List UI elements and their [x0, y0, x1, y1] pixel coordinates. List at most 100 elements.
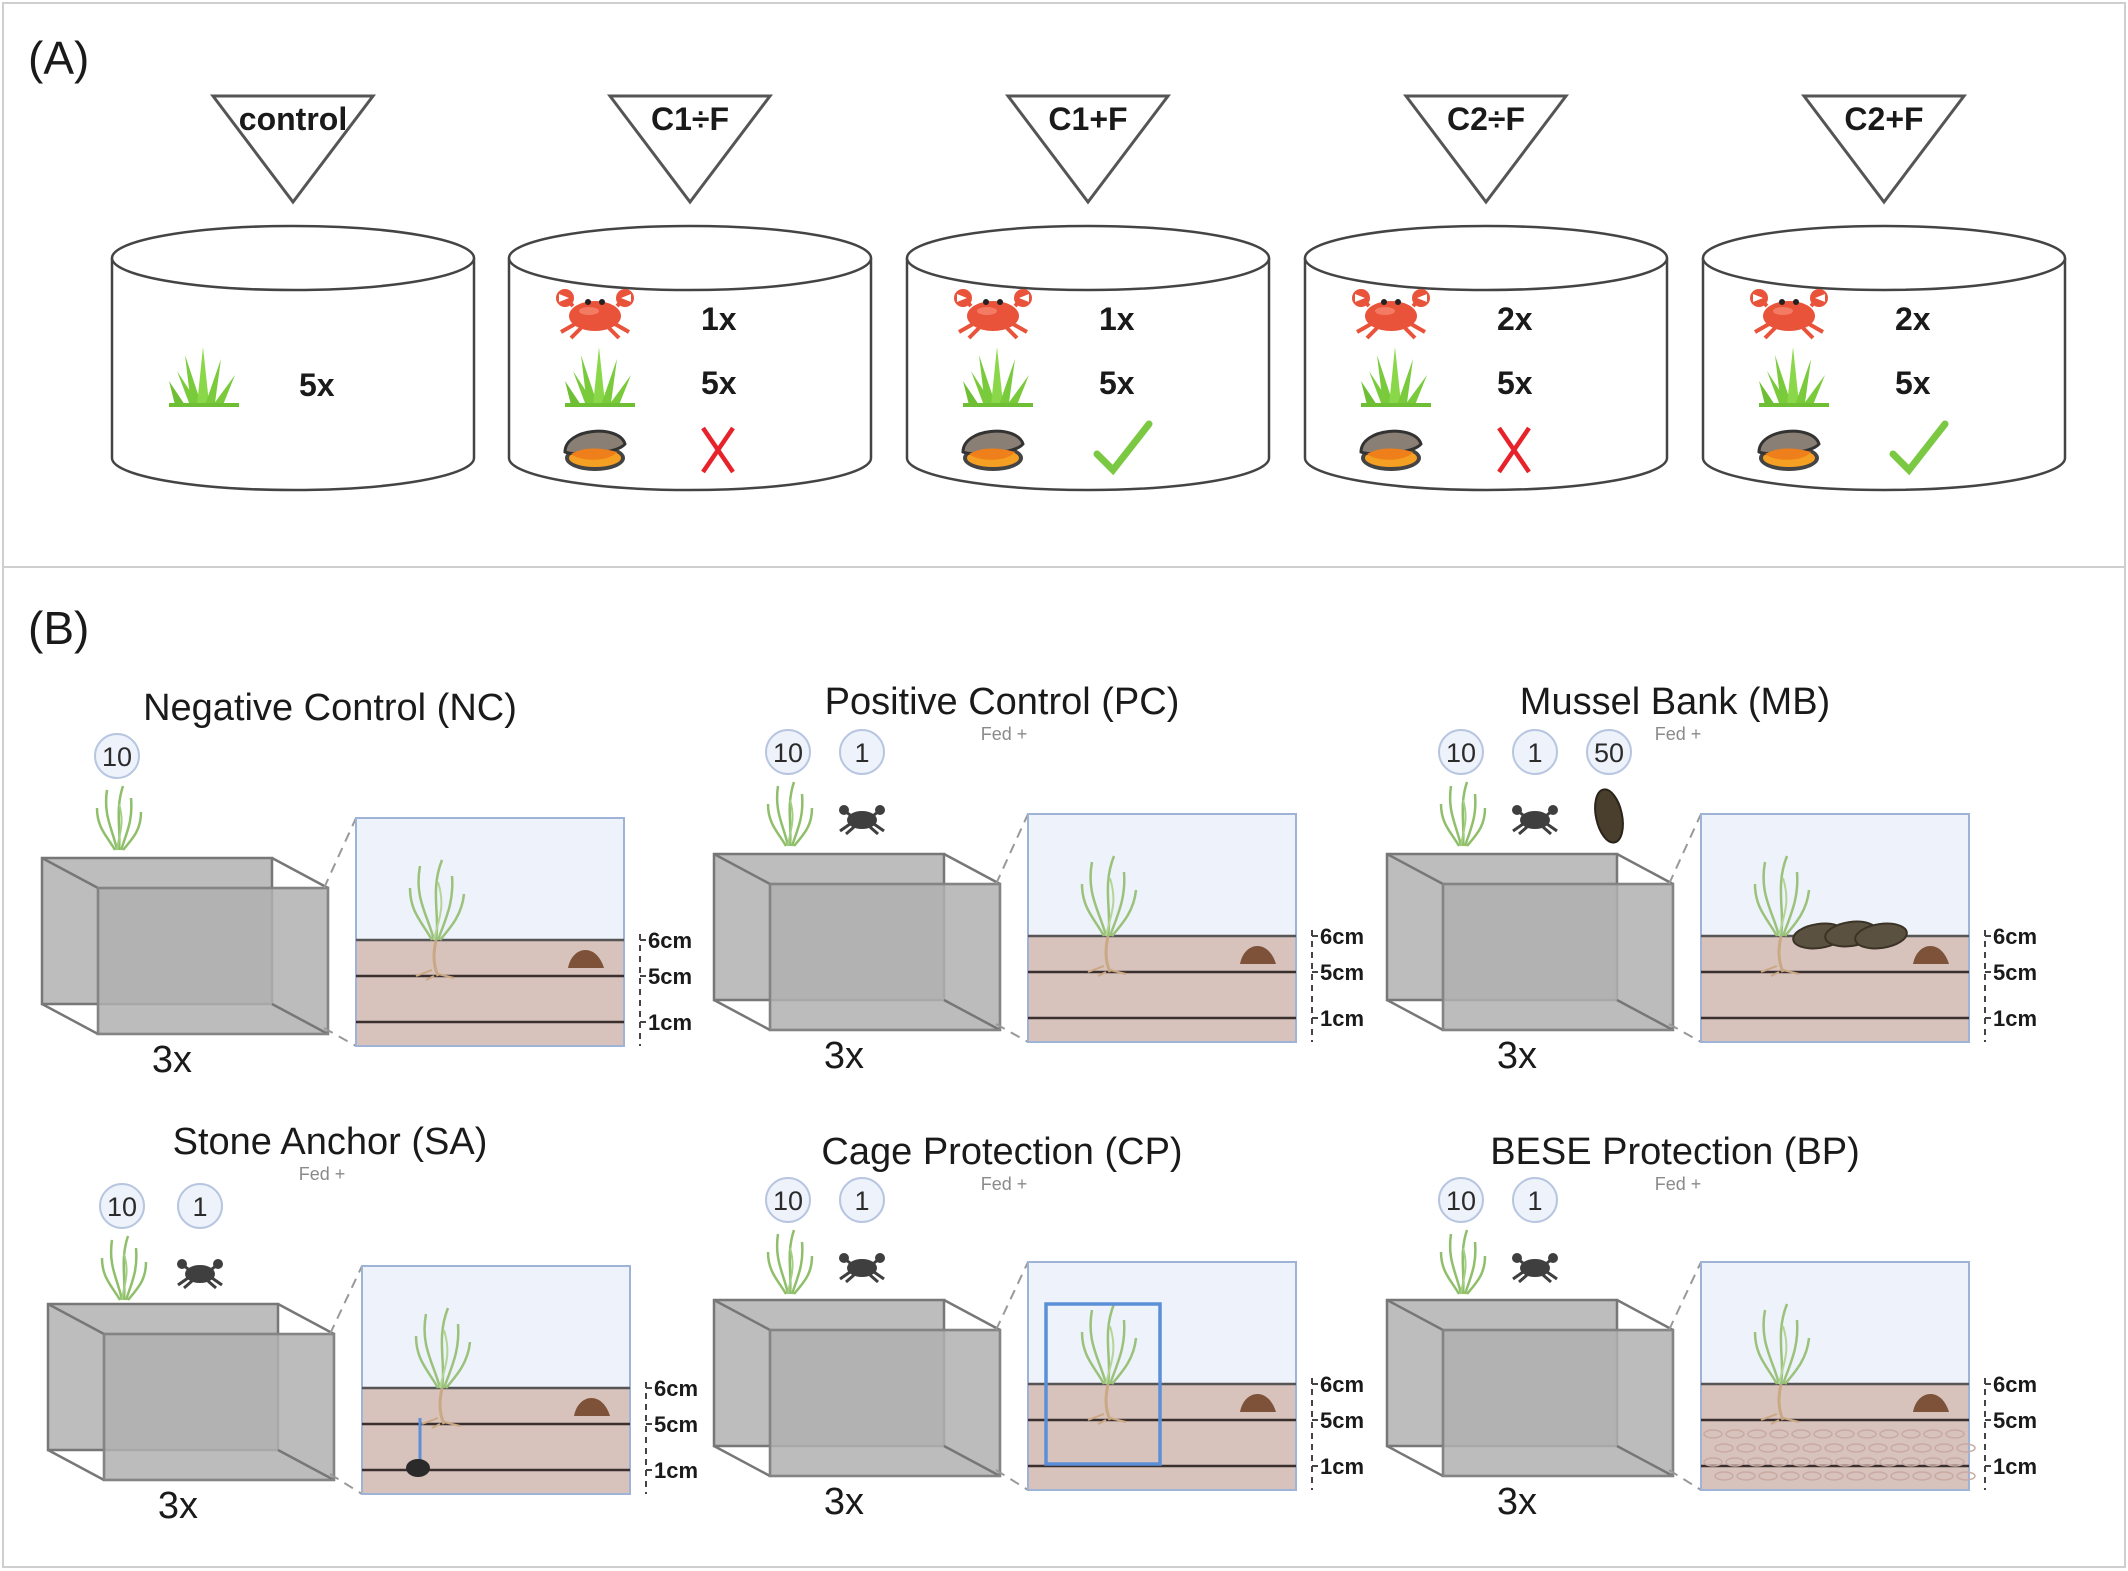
cross-section: 6cm 5cm 1cm [1027, 1261, 1364, 1491]
seagrass-icon [766, 1228, 814, 1296]
grass-count: 5x [299, 367, 335, 403]
grass-count: 5x [1099, 365, 1135, 401]
fed-label: Fed + [299, 1164, 346, 1184]
fed-label: Fed + [1655, 1174, 1702, 1194]
cage-frame [1044, 1302, 1162, 1466]
fed-label: Fed + [981, 724, 1028, 744]
zoom-lines [323, 817, 357, 1047]
depth-label: 6cm [1993, 924, 2037, 949]
count-value: 10 [1446, 1186, 1476, 1216]
experiment-title: Mussel Bank (MB) [1520, 681, 1830, 723]
burrow-mound [574, 1397, 610, 1416]
depth-label: 1cm [1320, 1006, 1364, 1031]
depth-label: 6cm [1320, 924, 1364, 949]
treatment-0: control 5x [110, 94, 476, 492]
treatment-name: control [239, 101, 347, 137]
burrow-mound [1913, 945, 1949, 964]
count-value: 1 [1527, 1186, 1542, 1216]
panel-a-treatments: control5xC1÷F1x5xC1+F1x5xC2÷F2x5xC2+F2x5… [110, 94, 2067, 492]
depth-label: 1cm [1993, 1454, 2037, 1479]
experiment-title: Stone Anchor (SA) [173, 1121, 488, 1163]
replicates-label: 3x [824, 1035, 864, 1077]
mussel-icon [961, 429, 1025, 473]
tank-box [712, 1298, 1002, 1478]
count-badge [1438, 1177, 1484, 1223]
treatment-name: C1÷F [651, 101, 729, 137]
tank-top [905, 224, 1271, 292]
count-value: 1 [1527, 738, 1542, 768]
zoom-lines [1668, 1261, 1702, 1491]
mussel-shell [1854, 922, 1908, 950]
tank-box [1385, 852, 1675, 1032]
zoom-lines [1668, 813, 1702, 1043]
crab-icon [1510, 1251, 1560, 1284]
mussel-icon [1757, 429, 1821, 473]
count-value: 10 [1446, 738, 1476, 768]
count-badge [839, 1177, 885, 1223]
panel-b-experiments: Negative Control (NC)103x6cm5cm1cmPositi… [40, 681, 2037, 1527]
depth-label: 5cm [1993, 960, 2037, 985]
depth-label: 6cm [1993, 1372, 2037, 1397]
count-value: 1 [854, 1186, 869, 1216]
depth-label: 6cm [1320, 1372, 1364, 1397]
depth-label: 1cm [1993, 1006, 2037, 1031]
tank-box [712, 852, 1002, 1032]
tank-cylinder [110, 258, 476, 492]
treatment-funnel [1004, 94, 1172, 205]
burrow-mound [1240, 1393, 1276, 1412]
count-badge [839, 729, 885, 775]
seagrass-icon [1439, 780, 1487, 848]
count-badge [177, 1183, 223, 1229]
panel-a-label: (A) [28, 32, 89, 84]
experiment-title: Cage Protection (CP) [821, 1131, 1182, 1173]
treatment-name: C1+F [1048, 101, 1127, 137]
cross-section: 6cm 5cm 1cm [1700, 813, 2037, 1043]
count-value: 1 [192, 1192, 207, 1222]
panel-b-label: (B) [28, 602, 89, 654]
fed-label: Fed + [981, 1174, 1028, 1194]
crab-count: 1x [1099, 301, 1135, 337]
burrow-mound [1913, 1393, 1949, 1412]
count-badge [1438, 729, 1484, 775]
crab-icon [175, 1257, 225, 1290]
seagrass-icon [95, 784, 143, 852]
count-value: 10 [107, 1192, 137, 1222]
count-badge [94, 733, 140, 779]
depth-label: 1cm [1320, 1454, 1364, 1479]
tank-top [110, 224, 476, 292]
seagrass-icon [766, 780, 814, 848]
mussel-icon [1594, 788, 1624, 844]
tank-box [1385, 1298, 1675, 1478]
count-value: 10 [102, 742, 132, 772]
burrow-mound [568, 949, 604, 968]
count-value: 10 [773, 1186, 803, 1216]
tank-box [46, 1302, 336, 1482]
cross-icon [701, 426, 735, 474]
depth-label: 5cm [1993, 1408, 2037, 1433]
treatment-2: C1+F 1x 5x [905, 94, 1271, 492]
count-badge [1512, 1177, 1558, 1223]
count-badge [1512, 729, 1558, 775]
treatment-funnel [1800, 94, 1968, 205]
depth-label: 5cm [1320, 1408, 1364, 1433]
experiment-title: Negative Control (NC) [143, 687, 517, 729]
crab-count: 2x [1895, 301, 1931, 337]
count-value: 50 [1594, 738, 1624, 768]
crab-icon [837, 1251, 887, 1284]
mussel-icon [1359, 429, 1423, 473]
crab-count: 2x [1497, 301, 1533, 337]
treatment-funnel [606, 94, 774, 205]
check-icon [1093, 420, 1153, 476]
grass-count: 5x [1895, 365, 1931, 401]
depth-label: 1cm [648, 1010, 692, 1035]
check-icon [1889, 420, 1949, 476]
treatment-funnel [1402, 94, 1570, 205]
